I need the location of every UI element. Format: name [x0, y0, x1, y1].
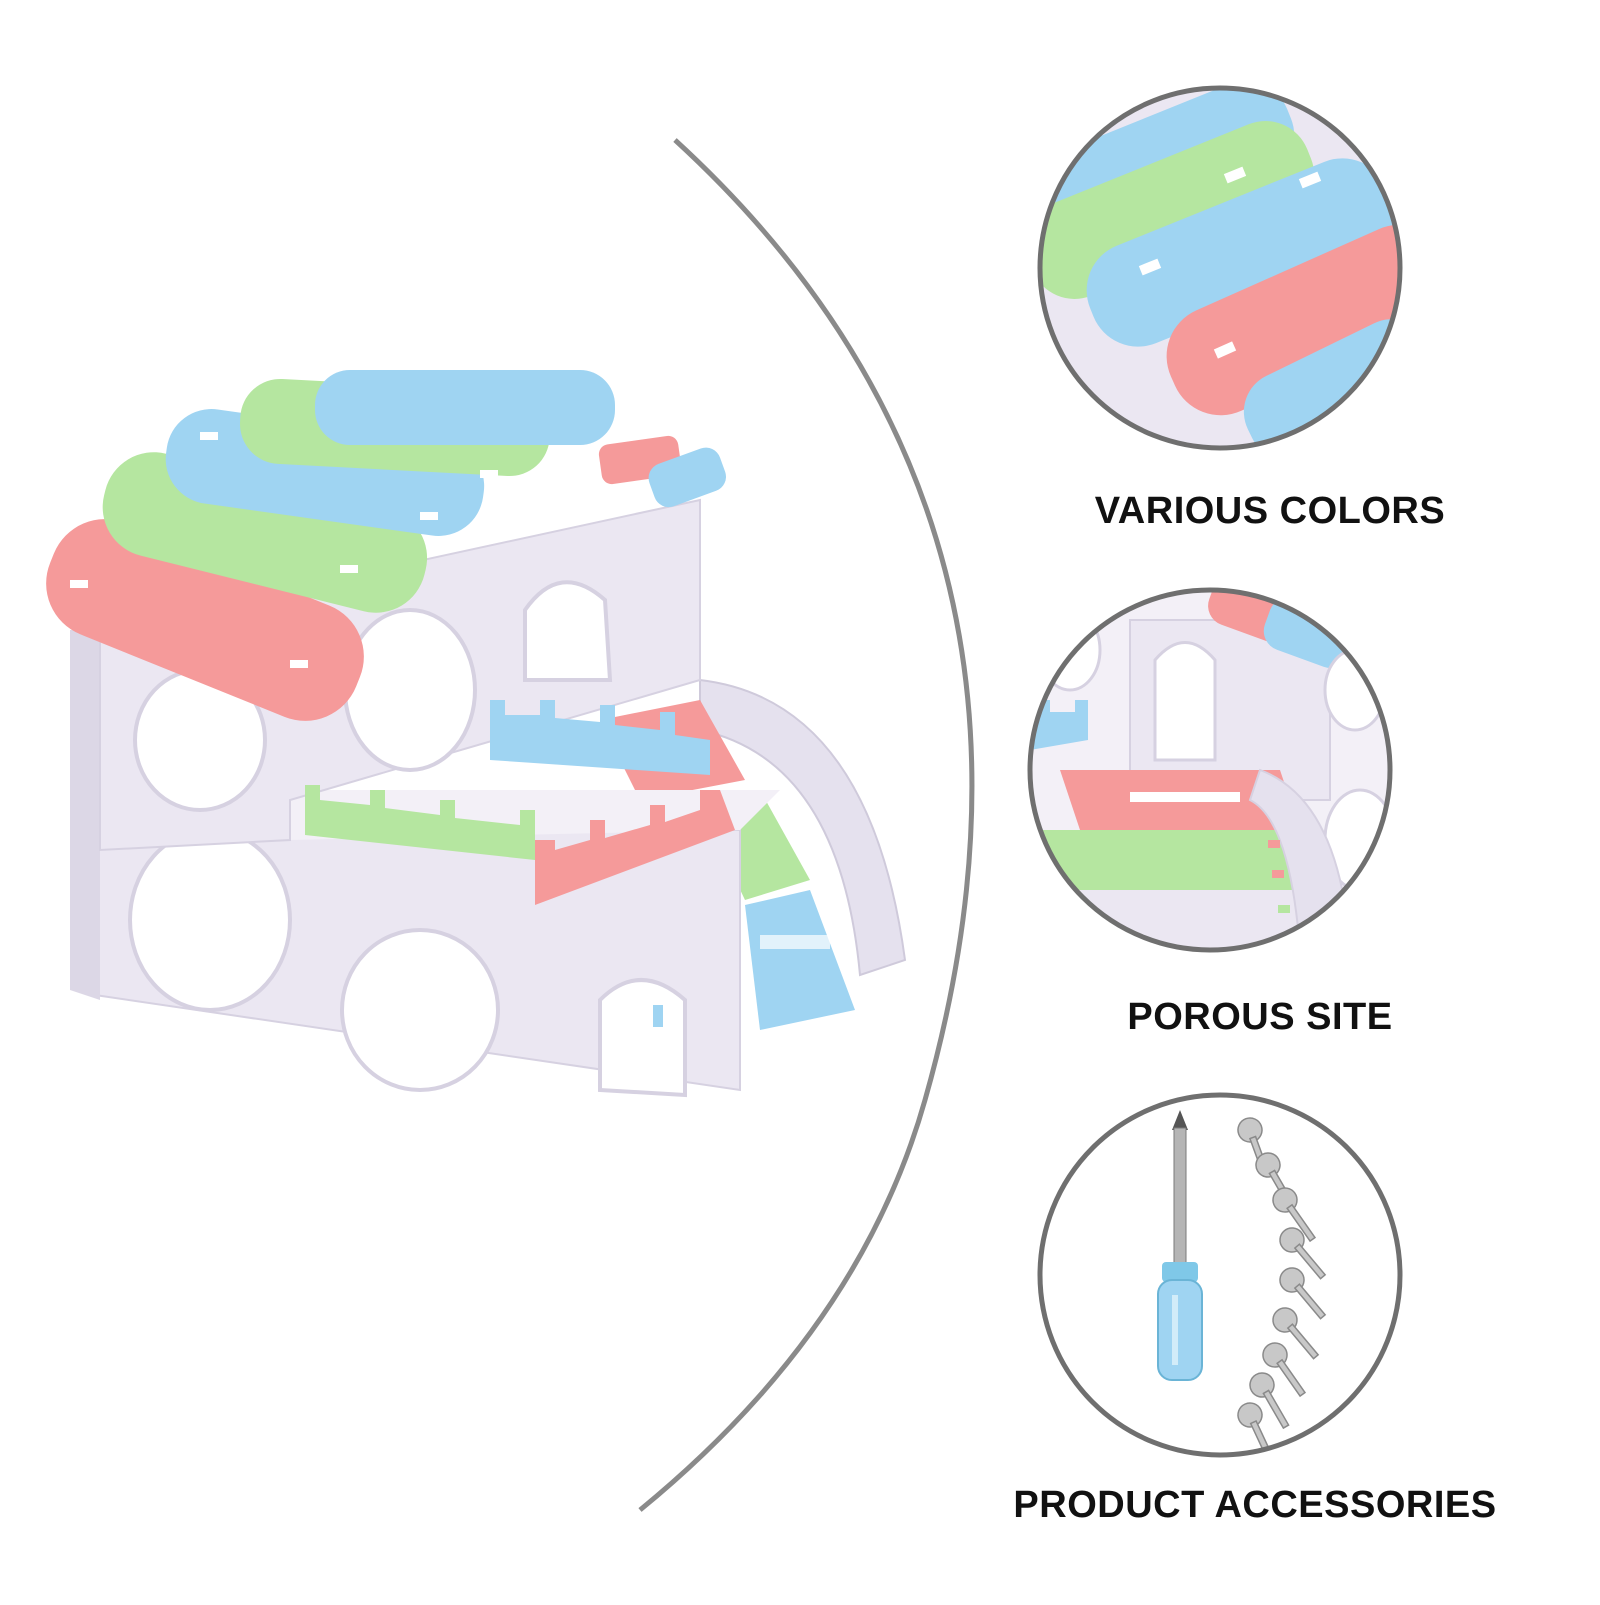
caption-product-accessories: PRODUCT ACCESSORIES — [1013, 1484, 1497, 1526]
roof-board-pink — [46, 519, 364, 721]
screwdriver-icon — [1157, 1110, 1203, 1381]
circle-frame-1 — [1037, 85, 1403, 451]
rainbow-roof — [46, 370, 727, 721]
ramp-arc — [699, 678, 907, 977]
caption-various-colors: VARIOUS COLORS — [1094, 490, 1446, 532]
circle-frame-3 — [1037, 1092, 1403, 1458]
circle-frame-2 — [1027, 587, 1393, 953]
hole-lower-center — [340, 928, 500, 1092]
detail-circle-colors — [1037, 85, 1403, 451]
roof-board-blue-2 — [315, 370, 615, 445]
screws-icon — [1237, 1117, 1327, 1455]
detail-circle-accessories — [1037, 1092, 1403, 1458]
hole-lower-left — [128, 828, 292, 1012]
hole-upper-center — [343, 608, 477, 772]
fence-green — [305, 785, 535, 860]
divider-arc — [638, 138, 975, 1512]
roof-board-blue-3 — [648, 447, 727, 508]
doorway-upper — [523, 580, 613, 682]
hamster-house-main-image — [46, 370, 907, 1098]
ramp-step-blue — [745, 890, 855, 1030]
fence-blue — [490, 700, 710, 775]
caption-porous-site: POROUS SITE — [1127, 996, 1393, 1038]
doorway-lower-right — [598, 978, 687, 1098]
fence-pink — [535, 790, 735, 905]
lower-body-side — [70, 630, 100, 1000]
detail-circle-porous — [1027, 587, 1393, 953]
